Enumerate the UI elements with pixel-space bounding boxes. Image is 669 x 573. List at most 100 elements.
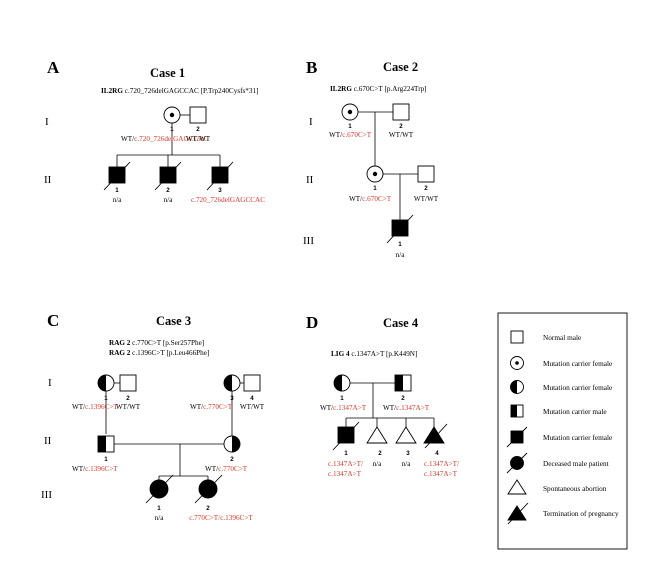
member-number: 4 <box>250 395 254 402</box>
member-genotype: c.770C>T/c.1396C>T <box>189 514 253 522</box>
legend-label: Spontaneous abortion <box>543 484 607 493</box>
affected-male-icon <box>159 166 177 184</box>
member-genotype: c.1347A>T/ <box>328 460 363 468</box>
legend-label: Deceased male patient <box>543 459 609 468</box>
legend-label: Mutation carrier female <box>543 359 612 368</box>
member-genotype: WT/c.670C>T <box>349 195 392 203</box>
legend-label: Mutation carrier female <box>543 433 612 442</box>
member-number: 1 <box>170 126 174 133</box>
legend: Normal male Mutation carrier female Muta… <box>497 312 628 550</box>
normal-male-icon <box>417 165 435 183</box>
spontaneous-abortion-icon <box>507 479 527 495</box>
member-number: 2 <box>424 185 428 192</box>
deceased-slash <box>386 214 414 244</box>
member-number: 1 <box>104 395 108 402</box>
member-number: 1 <box>344 450 348 457</box>
panel-d-variant: LIG 4 c.1347A>T [p.K449N] <box>331 350 417 358</box>
spontaneous-abortion-icon <box>366 426 388 444</box>
deceased-slash <box>194 474 223 504</box>
spontaneous-abortion-icon <box>395 426 417 444</box>
member-number: 1 <box>115 187 119 194</box>
member-genotype: WT/WT <box>414 195 439 203</box>
deceased-slash <box>424 423 448 449</box>
normal-male-icon <box>243 374 261 392</box>
member-genotype: c.1347A>T <box>424 470 458 478</box>
panel-a-letter: A <box>47 58 60 77</box>
member-number: 2 <box>401 395 405 402</box>
panel-a-generation-1: I <box>45 116 49 128</box>
member-number: 1 <box>157 505 161 512</box>
member-number: 2 <box>399 123 403 130</box>
deceased-slash <box>103 161 131 191</box>
deceased-slash <box>332 421 360 451</box>
panel-c-title: Case 3 <box>156 314 191 328</box>
panel-a-title: Case 1 <box>150 66 185 80</box>
member-number: 2 <box>378 450 382 457</box>
member-genotype: c.1347A>T/ <box>424 460 459 468</box>
member-number: 4 <box>435 450 439 457</box>
legend-label: Mutation carrier female <box>543 383 612 392</box>
legend-label: Mutation carrier male <box>543 407 607 416</box>
member-genotype: n/a <box>396 251 406 259</box>
member-genotype: WT/WT <box>116 403 141 411</box>
member-genotype: n/a <box>373 460 383 468</box>
affected-male-icon <box>391 219 409 237</box>
member-genotype: WT/c.1396C>T <box>72 403 118 411</box>
member-number: 1 <box>104 456 108 463</box>
panel-a: A Case 1 IL2RG c.720_726delGAGCCAC [P.Tr… <box>44 58 265 204</box>
panel-d: D Case 4 LIG 4 c.1347A>T [p.K449N] 1 WT/… <box>306 313 459 478</box>
member-number: 3 <box>406 450 410 457</box>
member-genotype: n/a <box>113 196 123 204</box>
panel-c-letter: C <box>47 311 59 330</box>
member-genotype: WT/c.1396C>T <box>72 465 118 473</box>
affected-male-icon <box>108 166 126 184</box>
termination-of-pregnancy-icon <box>423 426 445 444</box>
panel-a-variant: IL2RG c.720_726delGAGCCAC [P.Trp240Cysfs… <box>101 87 258 95</box>
member-number: 3 <box>218 187 222 194</box>
panel-a-generation-2: II <box>44 174 52 186</box>
panel-d-title: Case 4 <box>383 316 419 330</box>
normal-male-icon <box>189 106 207 124</box>
member-number: 2 <box>196 126 200 133</box>
member-number: 2 <box>206 505 210 512</box>
member-number: 3 <box>230 395 234 402</box>
affected-male-icon <box>337 426 355 444</box>
panel-c-generation-2: II <box>44 435 52 447</box>
member-genotype: WT/WT <box>240 403 265 411</box>
member-number: 2 <box>166 187 170 194</box>
member-number: 1 <box>373 185 377 192</box>
member-number: 2 <box>126 395 130 402</box>
deceased-slash <box>154 161 182 191</box>
panel-c-generation-1: I <box>48 377 52 389</box>
normal-male-icon <box>392 103 410 121</box>
deceased-slash <box>206 161 234 191</box>
member-genotype: WT/c.770C>T <box>205 465 248 473</box>
member-genotype: n/a <box>402 460 412 468</box>
legend-label: Normal male <box>543 333 581 342</box>
panel-b: B Case 2 IL2RG c.670C>T [p.Arg224Trp] I … <box>303 58 439 259</box>
member-number: 1 <box>398 241 402 248</box>
deceased-slash <box>145 474 174 504</box>
member-genotype: WT/c.670C>T <box>329 131 372 139</box>
member-number: 1 <box>340 395 344 402</box>
panel-b-generation-2: II <box>306 174 314 186</box>
panel-c-variant-1: RAG 2 c.770C>T [p.Ser257Phe] <box>109 339 204 347</box>
panel-b-generation-3: III <box>303 235 314 247</box>
member-genotype: WT/c.720_726delGAGCCAC <box>121 135 208 143</box>
normal-male-icon <box>119 374 137 392</box>
member-genotype: WT/WT <box>186 135 211 143</box>
member-genotype: c.1347A>T <box>328 470 362 478</box>
panel-c-variant-2: RAG 2 c.1396C>T [p.Leu466Phe] <box>109 349 209 357</box>
legend-label: Termination of pregnancy <box>543 509 619 518</box>
panel-b-generation-1: I <box>309 116 313 128</box>
normal-male-icon <box>510 330 524 344</box>
member-genotype: c.720_726delGAGCCAC <box>191 196 265 204</box>
member-genotype: WT/c.770C>T <box>190 403 233 411</box>
affected-male-icon <box>211 166 229 184</box>
panel-b-title: Case 2 <box>383 60 418 74</box>
member-genotype: n/a <box>164 196 174 204</box>
panel-c: C Case 3 RAG 2 c.770C>T [p.Ser257Phe] RA… <box>41 311 265 522</box>
member-genotype: WT/c.1347A>T <box>320 404 367 412</box>
member-genotype: WT/c.1347A>T <box>383 404 430 412</box>
